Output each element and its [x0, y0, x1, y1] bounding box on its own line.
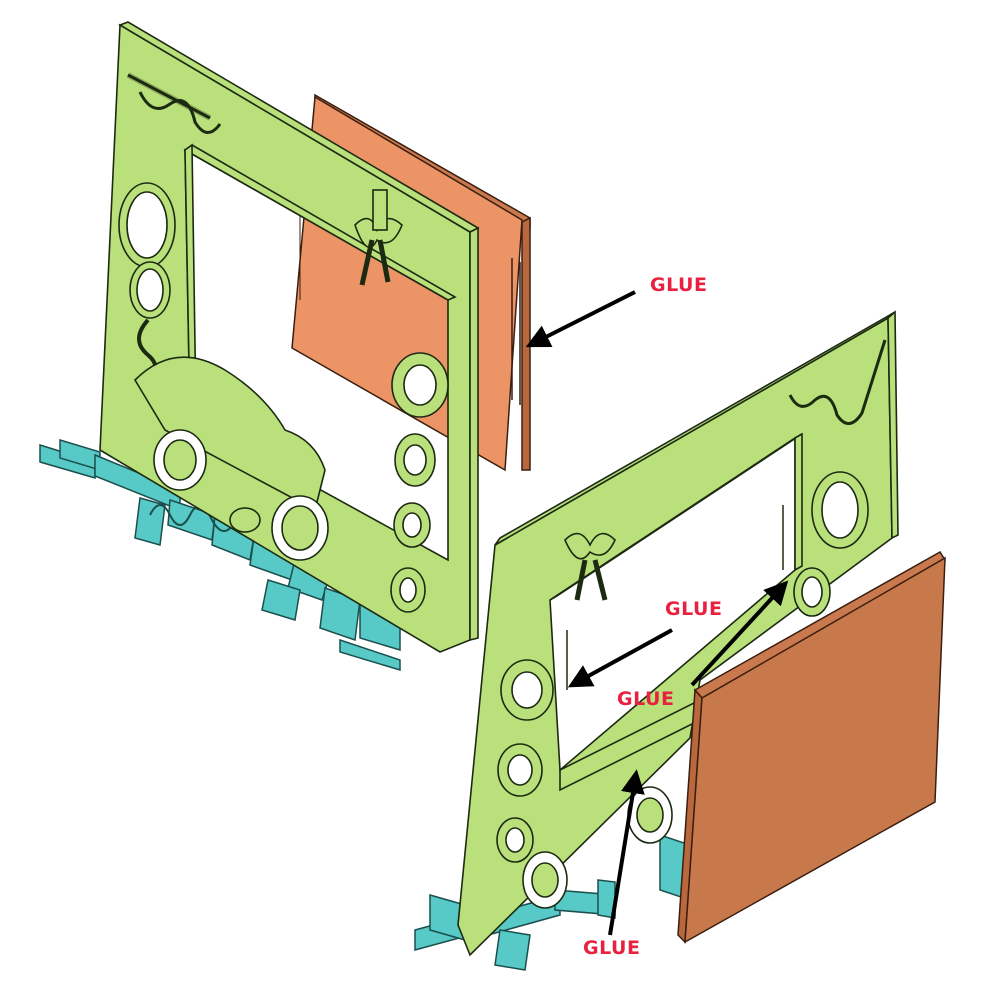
left-frame — [99, 21, 480, 653]
right-frame — [457, 310, 899, 957]
glue-label-backing-slot: GLUE — [650, 274, 708, 296]
arrow-glue-3 — [690, 580, 789, 687]
left-assembly — [39, 21, 531, 672]
right-backing-panel — [677, 550, 947, 944]
right-assembly — [414, 310, 947, 971]
arrow-glue-4 — [608, 769, 645, 936]
arrow-glue-1 — [525, 290, 636, 348]
glue-label-base: GLUE — [583, 937, 641, 959]
arrow-glue-2 — [567, 628, 673, 688]
glue-label-right-slot: GLUE — [617, 688, 675, 710]
glue-arrows — [525, 290, 789, 936]
glue-label-left-slot: GLUE — [665, 598, 723, 620]
